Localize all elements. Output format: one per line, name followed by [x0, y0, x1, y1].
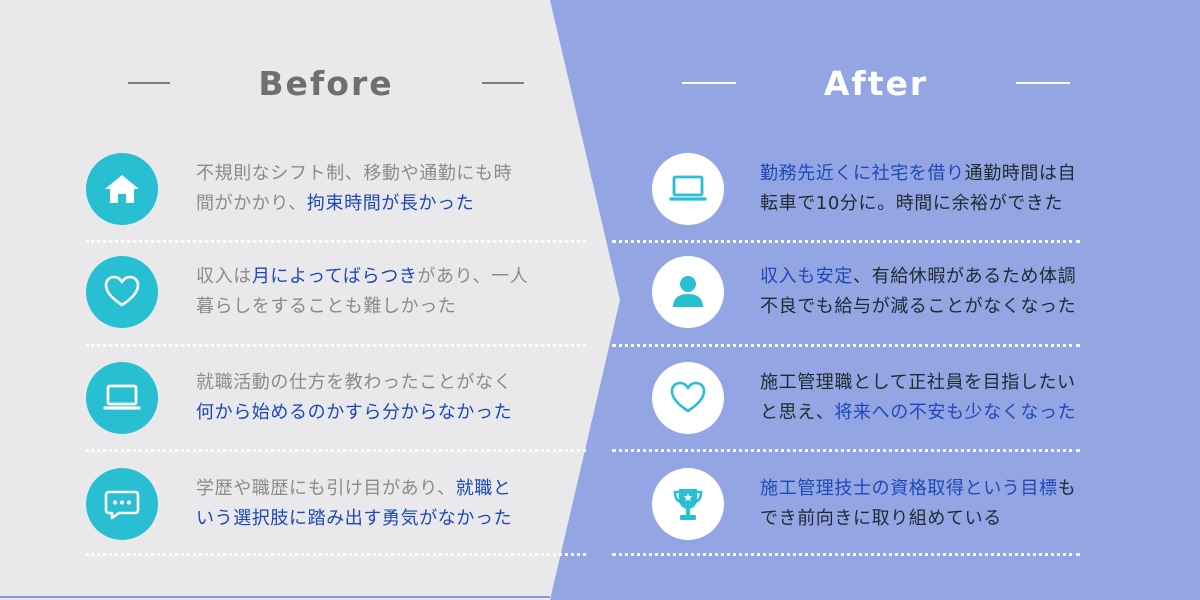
after-item-1-line-1-seg-1: 勤務先近くに社宅を借り	[760, 163, 965, 184]
after-item-3-line-2: と思え、将来への不安も少なくなった	[760, 398, 1120, 428]
bottom-edge-line	[0, 596, 550, 598]
after-item-2-line-1-seg-2: 、有給休暇があるため体調	[853, 266, 1077, 287]
row-separator	[612, 344, 1080, 347]
chat-bubble-icon	[86, 468, 158, 540]
after-header-left-rule	[681, 82, 736, 84]
after-item-4-text: 施工管理技士の資格取得という目標も でき前向きに取り組めている	[760, 474, 1120, 534]
laptop-icon	[86, 362, 158, 434]
after-item-4-line-1: 施工管理技士の資格取得という目標も	[760, 474, 1120, 504]
before-item-4: 学歴や職歴にも引け目があり、就職と いう選択肢に踏み出す勇気がなかった	[86, 452, 566, 556]
before-item-4-line-1: 学歴や職歴にも引け目があり、就職と	[196, 474, 566, 504]
home-icon	[86, 153, 158, 225]
before-item-3-line-1-seg-1: 就職活動の仕方を教わったことがなく	[196, 372, 513, 393]
after-item-4-line-2: でき前向きに取り組めている	[760, 504, 1120, 534]
row-separator	[612, 240, 1080, 243]
after-item-2-line-1: 収入も安定、有給休暇があるため体調	[760, 262, 1120, 292]
before-item-1-line-2-seg-2: 拘束時間が長かった	[306, 193, 475, 214]
after-item-2: 収入も安定、有給休暇があるため体調 不良でも給与が減ることがなくなった	[652, 240, 1122, 344]
row-separator	[86, 449, 586, 452]
after-item-2-text: 収入も安定、有給休暇があるため体調 不良でも給与が減ることがなくなった	[760, 262, 1120, 322]
before-header: Before	[128, 62, 524, 104]
before-item-2-line-2-seg-1: 暮らしをすることも難しかった	[196, 296, 457, 317]
row-separator	[86, 344, 586, 347]
before-header-left-rule	[128, 82, 171, 84]
after-item-2-line-1-seg-1: 収入も安定	[760, 266, 853, 287]
before-header-right-rule	[481, 82, 524, 84]
row-separator	[612, 449, 1080, 452]
after-item-1-line-1-seg-2: 通勤時間は自	[964, 163, 1077, 184]
after-item-1-line-2: 転車で10分に。時間に余裕ができた	[760, 189, 1120, 219]
before-item-4-line-1-seg-2: 就職と	[455, 478, 512, 499]
laptop-icon	[652, 153, 724, 225]
row-separator	[612, 553, 1080, 556]
after-item-3-text: 施工管理職として正社員を目指したい と思え、将来への不安も少なくなった	[760, 368, 1120, 428]
before-item-2-line-1: 収入は月によってばらつきがあり、一人	[196, 262, 566, 292]
row-separator	[86, 240, 586, 243]
after-item-3: 施工管理職として正社員を目指したい と思え、将来への不安も少なくなった	[652, 346, 1122, 450]
after-item-3-line-2-seg-1: と思え、	[760, 402, 835, 423]
after-item-4: 施工管理技士の資格取得という目標も でき前向きに取り組めている	[652, 452, 1122, 556]
row-separator	[86, 553, 586, 556]
after-item-2-line-2: 不良でも給与が減ることがなくなった	[760, 292, 1120, 322]
after-item-1-text: 勤務先近くに社宅を借り通勤時間は自 転車で10分に。時間に余裕ができた	[760, 159, 1120, 219]
after-item-1-line-2-seg-1: 転車で10分に。時間に余裕ができた	[760, 193, 1064, 214]
before-item-4-line-2-seg-1: いう選択肢に踏み出す勇気がなかった	[196, 508, 513, 529]
before-item-1-line-2: 間がかかり、拘束時間が長かった	[196, 189, 566, 219]
after-item-4-line-2-seg-1: でき前向きに取り組めている	[760, 508, 1002, 529]
before-item-2-line-1-seg-1: 収入は	[196, 266, 252, 287]
before-item-4-line-1-seg-1: 学歴や職歴にも引け目があり、	[196, 478, 456, 499]
before-item-3-line-2-seg-1: 何から始めるのかすら分からなかった	[196, 402, 513, 423]
after-header-right-rule	[1016, 82, 1071, 84]
trophy-icon	[652, 468, 724, 540]
before-title: Before	[258, 63, 394, 103]
user-icon	[652, 256, 724, 328]
before-item-4-line-2: いう選択肢に踏み出す勇気がなかった	[196, 504, 566, 534]
before-item-1: 不規則なシフト制、移動や通勤にも時 間がかかり、拘束時間が長かった	[86, 137, 566, 241]
before-item-1-line-1-seg-1: 不規則なシフト制、移動や通勤にも時	[196, 163, 513, 184]
after-item-3-line-2-seg-2: 将来への不安も少なくなった	[834, 402, 1077, 423]
before-item-1-line-1: 不規則なシフト制、移動や通勤にも時	[196, 159, 566, 189]
after-title: After	[823, 63, 929, 103]
before-item-2-line-1-seg-2: 月によってばらつき	[251, 266, 418, 287]
after-item-2-line-2-seg-1: 不良でも給与が減ることがなくなった	[760, 296, 1077, 317]
after-item-3-line-1: 施工管理職として正社員を目指したい	[760, 368, 1120, 398]
after-item-4-line-1-seg-2: も	[1057, 478, 1077, 499]
after-item-1-line-1: 勤務先近くに社宅を借り通勤時間は自	[760, 159, 1120, 189]
after-item-3-line-1-seg-1: 施工管理職として正社員を目指したい	[760, 372, 1076, 393]
before-item-2: 収入は月によってばらつきがあり、一人 暮らしをすることも難しかった	[86, 240, 566, 344]
heart-icon	[652, 362, 724, 434]
after-item-1: 勤務先近くに社宅を借り通勤時間は自 転車で10分に。時間に余裕ができた	[652, 137, 1122, 241]
before-item-2-text: 収入は月によってばらつきがあり、一人 暮らしをすることも難しかった	[196, 262, 566, 322]
heart-icon	[86, 256, 158, 328]
before-item-3: 就職活動の仕方を教わったことがなく 何から始めるのかすら分からなかった	[86, 346, 566, 450]
before-item-2-line-1-seg-3: があり、一人	[417, 266, 529, 287]
before-item-1-line-2-seg-1: 間がかかり、	[196, 193, 307, 214]
after-header: After	[678, 62, 1074, 104]
before-item-1-text: 不規則なシフト制、移動や通勤にも時 間がかかり、拘束時間が長かった	[196, 159, 566, 219]
before-item-3-text: 就職活動の仕方を教わったことがなく 何から始めるのかすら分からなかった	[196, 368, 566, 428]
after-item-4-line-1-seg-1: 施工管理技士の資格取得という目標	[760, 478, 1058, 499]
before-item-3-line-2: 何から始めるのかすら分からなかった	[196, 398, 566, 428]
before-item-3-line-1: 就職活動の仕方を教わったことがなく	[196, 368, 566, 398]
before-item-4-text: 学歴や職歴にも引け目があり、就職と いう選択肢に踏み出す勇気がなかった	[196, 474, 566, 534]
before-item-2-line-2: 暮らしをすることも難しかった	[196, 292, 566, 322]
